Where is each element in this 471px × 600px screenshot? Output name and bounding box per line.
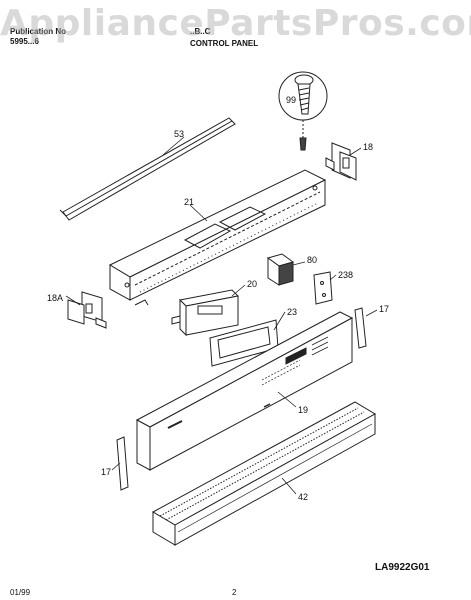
part-20-clock-module[interactable] <box>171 289 240 337</box>
part-18a-bracket-left[interactable] <box>67 291 107 329</box>
label-part-23: 23 <box>287 307 297 317</box>
label-part-19: 19 <box>298 405 308 415</box>
part-18-bracket-right[interactable] <box>325 142 357 181</box>
label-part-21: 21 <box>184 197 194 207</box>
label-part-17-right: 17 <box>379 304 389 314</box>
label-part-18: 18 <box>363 142 373 152</box>
label-part-18a: 18A <box>47 293 63 303</box>
label-part-99: 99 <box>286 95 296 105</box>
part-21-panel-frame[interactable] <box>108 169 327 306</box>
section-title: CONTROL PANEL <box>190 39 259 48</box>
diagram-code: LA9922G01 <box>375 562 430 573</box>
part-19-panel-face[interactable] <box>135 311 354 471</box>
part-238-plate[interactable] <box>313 271 333 305</box>
leader-lines <box>65 136 378 495</box>
part-80-relay[interactable] <box>266 253 295 286</box>
label-part-80: 80 <box>307 255 317 265</box>
label-part-42: 42 <box>298 492 308 502</box>
part-53-rod[interactable] <box>59 117 236 221</box>
publication-number: 5995...6 <box>10 37 39 46</box>
model-code: ..B..C <box>190 27 211 36</box>
label-part-238: 238 <box>338 270 353 280</box>
label-part-20: 20 <box>247 279 257 289</box>
part-17-trim-right[interactable] <box>354 307 367 349</box>
part-99-screw[interactable] <box>278 71 328 151</box>
footer-date: 01/99 <box>10 588 31 597</box>
label-part-17-left: 17 <box>101 467 111 477</box>
part-17-trim-left[interactable] <box>116 436 129 491</box>
publication-label: Publication No <box>10 27 66 36</box>
part-42-vent-trim[interactable] <box>151 401 376 546</box>
label-part-53: 53 <box>174 129 184 139</box>
footer-page-number: 2 <box>232 588 237 597</box>
